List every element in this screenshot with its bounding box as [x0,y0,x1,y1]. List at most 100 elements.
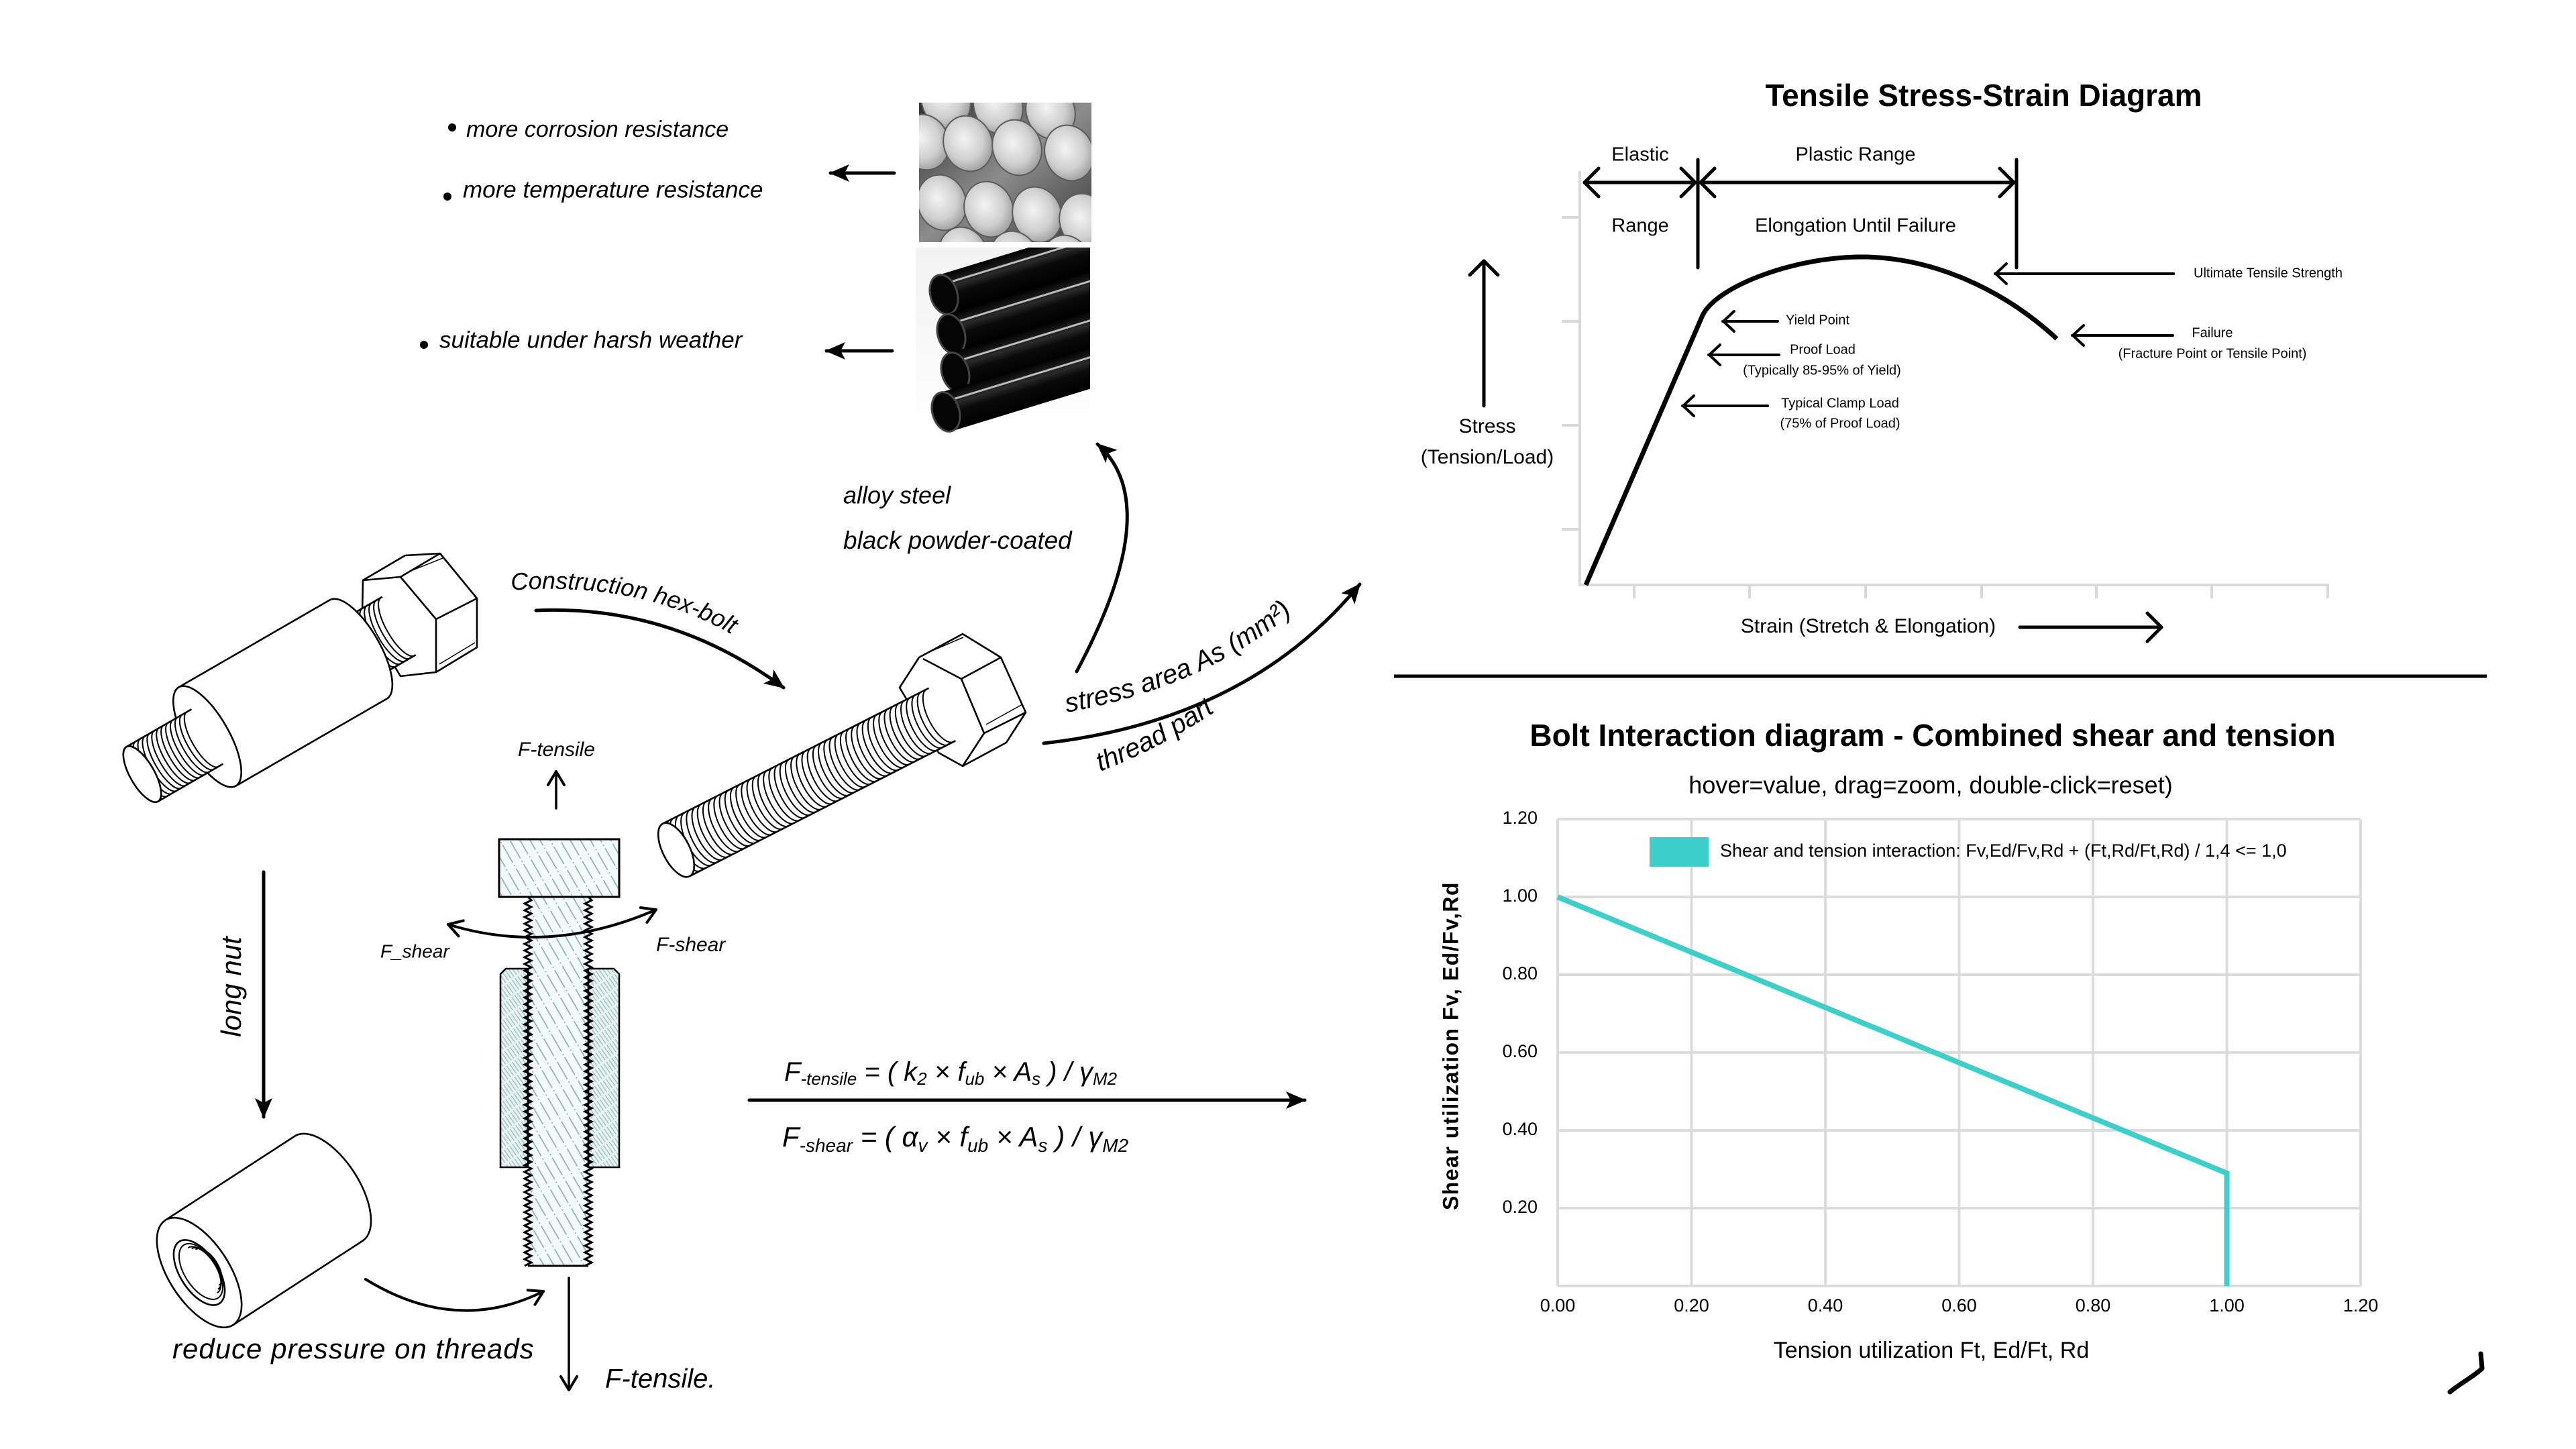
strain-label: Strain (Stretch & Elongation) [1741,615,1996,637]
formula-part: × f [928,1121,971,1152]
formula-subscript: s [1038,1135,1048,1156]
formulas: F-tensile = ( k2 × fub × As ) / γM2 F-sh… [747,1057,1307,1156]
note-temperature: more temperature resistance [463,176,763,203]
force-shear-left-label: F_shear [380,941,450,961]
thread-line [806,747,839,802]
thread-line [894,702,926,757]
chart-series [1556,894,2230,1286]
thread-line [768,767,800,822]
thread-profile-left [522,896,534,1267]
thread-line [801,750,833,805]
bolt-cross-section [498,838,621,1267]
force-tensile-bottom-label: F-tensile. [605,1364,716,1394]
stress-area-label: stress area As (mm²) [1063,594,1297,718]
formula-part: × A [984,1057,1032,1087]
chart-x-label: Tension utilization Ft, Ed/Ft, Rd [1774,1338,2090,1363]
thread-line [373,599,411,660]
thread-line [165,722,201,779]
note-weather: suitable under harsh weather [439,327,743,353]
thread-line [845,727,877,783]
thread-line [713,795,745,850]
thread-segment [662,687,957,877]
legend-label: Shear and tension interaction: Fv,Ed/Fv,… [1720,841,2287,861]
thread-line [151,730,186,787]
arrow-curved-icon [534,608,786,690]
formula-subscript: M2 [1093,1069,1118,1089]
formula-tensile: F-tensile = ( k2 × fub × As ) / γM2 [784,1057,1118,1089]
thread-line [812,744,844,800]
clamp-label: Typical Clamp Load [1781,396,1899,411]
bolt-end-face [122,745,162,803]
material-notes: more corrosion resistance more temperatu… [420,117,896,360]
thread-line [735,784,767,839]
range-label: Range [1611,215,1668,237]
note-corrosion: more corrosion resistance [466,117,729,142]
formula-part: ) / γ [1040,1057,1094,1087]
reduce-pressure-label: reduce pressure on threads [172,1333,535,1364]
chart-subtitle: hover=value, drag=zoom, double-click=res… [1688,771,2172,799]
thread-line [718,792,751,847]
force-tensile-top-label: F-tensile [518,739,595,761]
formula-part: = ( k [857,1057,918,1087]
elastic-label: Elastic [1611,144,1668,166]
thread-line [170,719,205,776]
thread-line [818,741,850,796]
thread-line [724,789,756,844]
bullet-icon [420,341,428,349]
bolt-interaction-chart: Bolt Interaction diagram - Combined shea… [1438,718,2378,1363]
thread-line [691,806,723,861]
proof-sublabel: (Typically 85-95% of Yield) [1743,363,1901,378]
y-tick-label: 0.40 [1502,1119,1538,1139]
thread-line [911,694,943,749]
thread-line [156,727,191,784]
thread-line [851,724,883,780]
shear-double-arrow-icon [447,906,657,939]
pen-stroke-mark [2447,1351,2485,1395]
force-shear-right-label: F-shear [656,934,726,956]
y-tick-label: 0.60 [1502,1041,1538,1061]
thread-line [856,722,888,777]
arrow-curved-icon [1042,582,1362,745]
formula-part: × A [988,1121,1038,1152]
thread-line [178,714,215,771]
formula-subscript: ub [965,1069,984,1089]
clamp-sublabel: (75% of Proof Load) [1780,416,1900,431]
formula-subscript: 2 [916,1069,927,1089]
bullet-icon [443,193,451,201]
thread-line [751,775,784,830]
thread-line [146,733,182,790]
thread-line [916,691,949,746]
thread-line [779,761,811,816]
failure-label: Failure [2192,325,2233,340]
formula-subscript: s [1032,1069,1040,1089]
elongation-label: Elongation Until Failure [1755,215,1956,237]
stress-strain-title: Tensile Stress-Strain Diagram [1765,78,2202,113]
thread-line [906,696,938,752]
thread-line [160,724,196,782]
legend-swatch [1650,837,1709,867]
failure-sublabel: (Fracture Point or Tensile Point) [2118,346,2307,361]
formula-subscript: M2 [1102,1135,1128,1156]
formula-part: × f [927,1057,968,1087]
stress-strain-diagram: Tensile Stress-Strain Diagram Elastic Ra… [1421,78,2343,643]
thread-line [796,753,828,808]
arrow-up-curved-icon [1075,442,1129,674]
black-pipes-photo [916,248,1090,435]
material-coating: black powder-coated [843,527,1073,554]
proof-label: Proof Load [1790,342,1856,357]
chart-title: Bolt Interaction diagram - Combined shea… [1529,718,2335,753]
thread-line [686,809,718,864]
stress-area-text: stress area As (mm²) [1063,594,1297,718]
chart-y-label: Shear utilization Fv, Ed/Fv,Rd [1438,881,1462,1210]
thread-line [823,739,855,794]
construction-hex-bolt-text: Construction hex-bolt [510,567,743,640]
yield-label: Yield Point [1786,313,1849,327]
thread-line [873,714,905,769]
stainless-rods-photo [919,103,1091,242]
long-nut-label: long nut [215,935,247,1037]
bolt-shank [528,897,588,1266]
y-tick-label: 1.00 [1502,885,1538,906]
